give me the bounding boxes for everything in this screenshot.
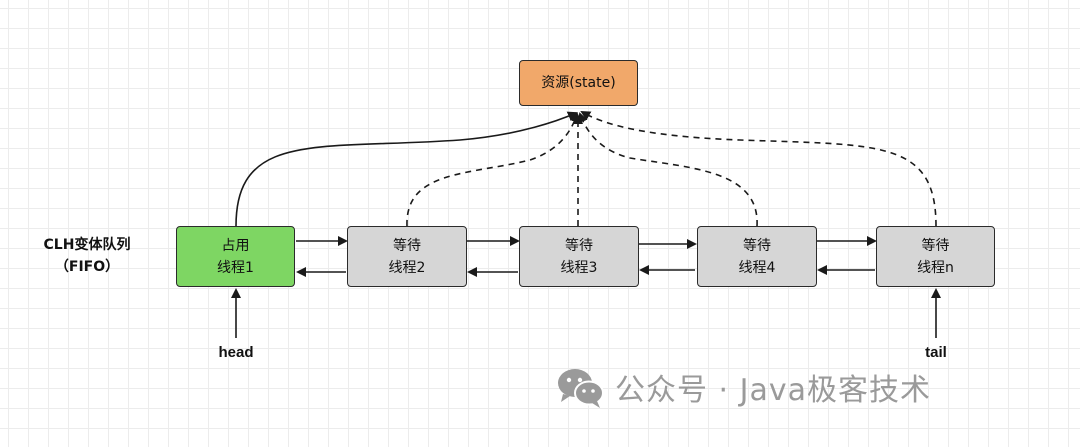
node-2-thread: 线程2 <box>388 259 426 276</box>
resource-state-box: 资源(state) <box>519 60 638 106</box>
wait-curve-node-4 <box>578 112 758 227</box>
resource-label: 资源(state) <box>541 75 616 91</box>
queue-node-2: 等待 线程2 <box>347 226 467 287</box>
tail-label: tail <box>925 344 947 361</box>
node-4-state: 等待 <box>743 237 771 254</box>
node-1-state: 占用 <box>221 237 250 254</box>
node-2-state: 等待 <box>393 237 421 254</box>
wait-curve-node-2 <box>406 112 580 227</box>
wait-curve-node-n <box>580 111 937 227</box>
node-3-state: 等待 <box>565 237 593 254</box>
node-3-thread: 线程3 <box>560 259 598 276</box>
acquire-curve-node-1 <box>235 111 578 227</box>
wechat-icon <box>558 369 604 408</box>
queue-node-3: 等待 线程3 <box>519 226 639 287</box>
queue-node-1: 占用 线程1 <box>176 226 295 287</box>
node-n-state: 等待 <box>921 237 950 254</box>
watermark: 公众号 · Java极客技术 <box>555 364 931 410</box>
node-4-thread: 线程4 <box>738 259 776 276</box>
watermark-text: 公众号 · Java极客技术 <box>615 373 931 408</box>
queue-label: CLH变体队列 （FIFO） <box>22 234 152 278</box>
node-n-thread: 线程n <box>917 259 954 276</box>
queue-label-line2: （FIFO） <box>54 259 120 275</box>
queue-node-4: 等待 线程4 <box>697 226 817 287</box>
queue-label-line1: CLH变体队列 <box>43 237 131 253</box>
node-1-thread: 线程1 <box>217 259 254 276</box>
queue-node-n: 等待 线程n <box>876 226 995 287</box>
head-label: head <box>218 344 254 361</box>
